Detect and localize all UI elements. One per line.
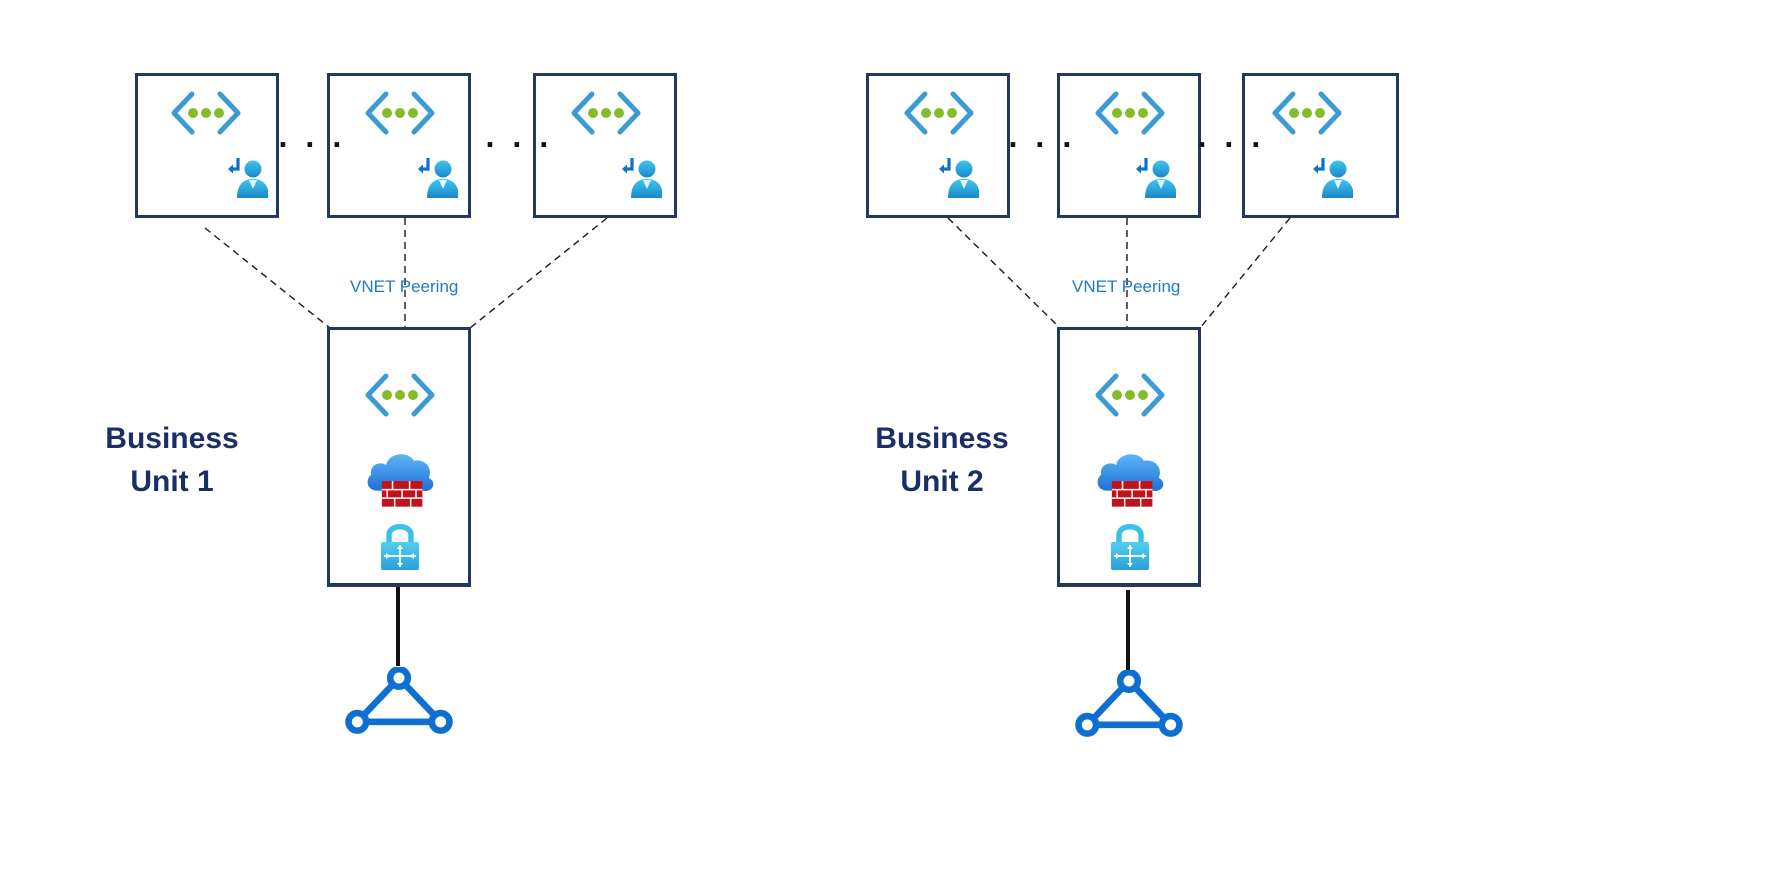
ellipsis-bu2-a: . . . [1008,124,1076,154]
bu1-spoke-vnet-1[interactable] [135,73,279,218]
unit-title-line1: Business [105,422,239,455]
network-triangle-icon [1074,670,1184,738]
bu1-spoke-vnet-3[interactable] [533,73,677,218]
user-identity-icon [1136,156,1176,200]
vnet-icon [899,88,979,138]
peering-label-bu2: VNET Peering [1072,277,1181,296]
bu2-spoke-vnet-2[interactable] [1057,73,1201,218]
unit-title-line1: Business [875,422,1009,455]
vnet-icon [360,370,440,420]
bu1-spoke-vnet-2[interactable] [327,73,471,218]
vnet-icon [1090,370,1170,420]
user-identity-icon [622,156,662,200]
ellipsis-bu1-a: . . . [278,124,346,154]
user-identity-icon [1313,156,1353,200]
ellipsis-bu2-b: . . . [1197,124,1265,154]
peering-line-bu1-spoke-1 [204,227,331,329]
peering-line-bu2-spoke-3 [1199,217,1291,329]
peering-label-bu1: VNET Peering [350,277,459,296]
user-identity-icon [228,156,268,200]
user-identity-icon [939,156,979,200]
bu1-hub-vnet[interactable] [327,327,471,587]
peering-line-bu2-spoke-1 [947,217,1061,329]
bu2-spoke-vnet-1[interactable] [866,73,1010,218]
user-identity-icon [418,156,458,200]
unit-title-line2: Unit 1 [130,465,214,498]
bu2-hub-vnet[interactable] [1057,327,1201,587]
vnet-icon [1267,88,1347,138]
network-triangle-icon [344,667,454,735]
vnet-icon [360,88,440,138]
ellipsis-bu1-b: . . . [485,124,553,154]
vnet-icon [1090,88,1170,138]
vpn-gateway-icon [1108,520,1152,572]
firewall-icon [362,448,438,512]
unit-title-bu1: Business Unit 1 [92,417,252,503]
unit-title-line2: Unit 2 [900,465,984,498]
vpn-gateway-icon [378,520,422,572]
firewall-icon [1092,448,1168,512]
peering-line-bu1-spoke-3 [469,217,608,329]
vnet-icon [166,88,246,138]
vnet-icon [566,88,646,138]
unit-title-bu2: Business Unit 2 [862,417,1022,503]
bu2-spoke-vnet-3[interactable] [1242,73,1399,218]
